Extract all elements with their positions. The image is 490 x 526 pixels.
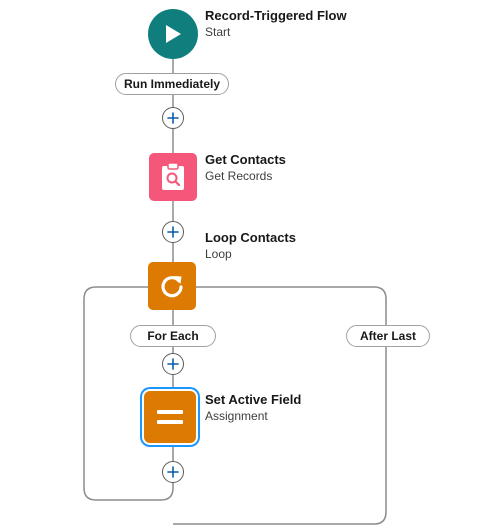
run-immediately-badge[interactable]: Run Immediately [115,73,229,95]
start-subtitle: Start [205,25,231,39]
plus-icon [167,112,179,124]
add-element-button[interactable] [162,353,184,375]
after-last-badge[interactable]: After Last [346,325,430,347]
add-element-button[interactable] [162,221,184,243]
plus-icon [167,226,179,238]
start-node[interactable] [148,9,198,59]
loop-contacts-node[interactable] [148,262,196,310]
get-contacts-subtitle: Get Records [205,169,273,183]
play-icon [166,25,181,43]
connector-after-last [173,286,387,525]
get-contacts-node[interactable] [149,153,197,201]
get-contacts-label: Get Contacts Get Records [205,152,286,184]
add-element-button[interactable] [162,461,184,483]
set-active-field-subtitle: Assignment [205,409,268,423]
connector-loop-back [83,286,174,501]
loop-arrow-icon [161,276,183,298]
loop-contacts-title: Loop Contacts [205,230,296,245]
plus-icon [167,466,179,478]
start-label: Record-Triggered Flow Start [205,8,347,40]
set-active-field-node[interactable] [144,391,196,443]
loop-contacts-subtitle: Loop [205,247,232,261]
equals-icon [157,410,183,424]
plus-icon [167,358,179,370]
loop-contacts-label: Loop Contacts Loop [205,230,296,262]
start-title: Record-Triggered Flow [205,8,347,23]
clipboard-search-icon [162,162,184,190]
add-element-button[interactable] [162,107,184,129]
get-contacts-title: Get Contacts [205,152,286,167]
set-active-field-title: Set Active Field [205,392,302,407]
for-each-badge[interactable]: For Each [130,325,216,347]
set-active-field-label: Set Active Field Assignment [205,392,301,424]
